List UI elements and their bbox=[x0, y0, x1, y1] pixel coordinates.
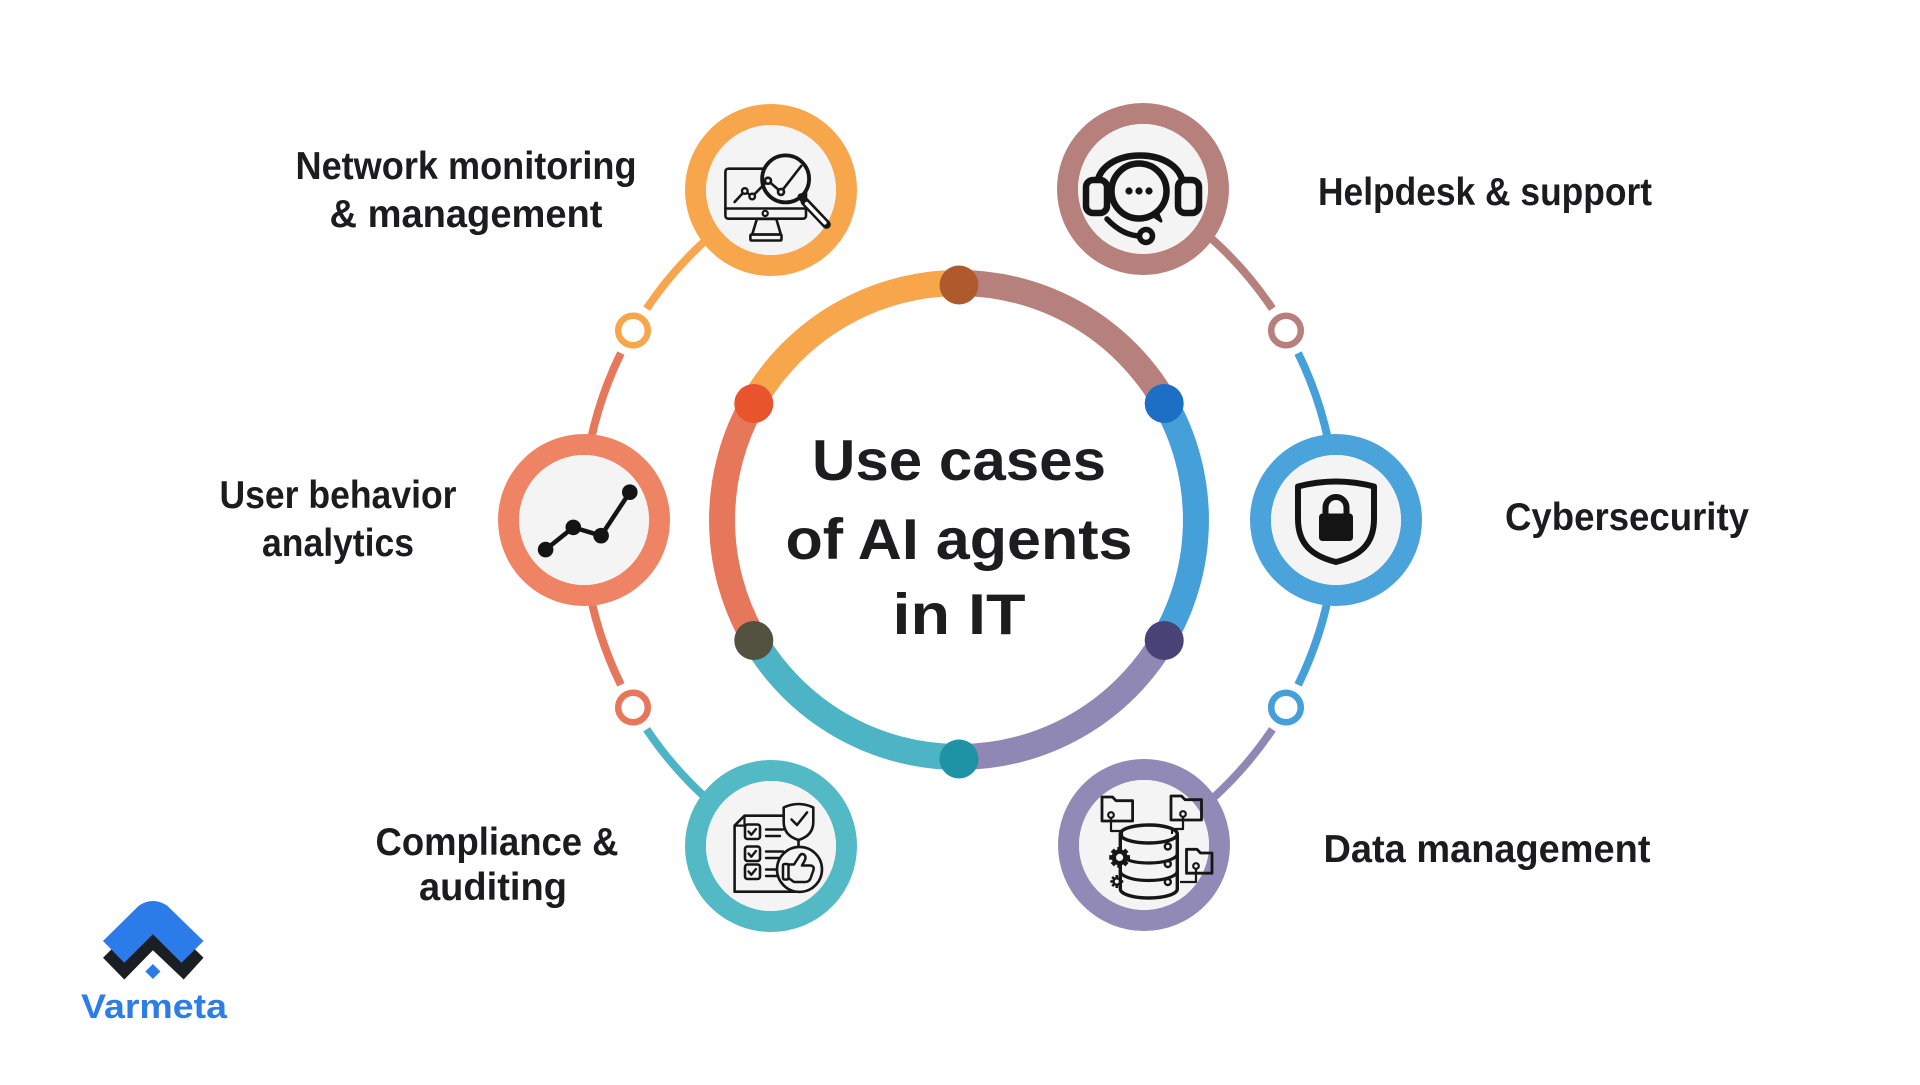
svg-text:& management: & management bbox=[330, 193, 603, 236]
svg-text:Helpdesk & support: Helpdesk & support bbox=[1318, 171, 1652, 214]
svg-text:analytics: analytics bbox=[262, 522, 414, 565]
svg-text:Network monitoring: Network monitoring bbox=[296, 145, 637, 188]
svg-text:Cybersecurity: Cybersecurity bbox=[1505, 496, 1750, 539]
svg-text:in IT: in IT bbox=[893, 583, 1026, 647]
svg-text:Varmeta: Varmeta bbox=[81, 988, 228, 1026]
svg-text:Data management: Data management bbox=[1324, 828, 1651, 871]
svg-text:of AI agents: of AI agents bbox=[786, 508, 1133, 572]
svg-text:User behavior: User behavior bbox=[220, 474, 457, 517]
svg-text:Use cases: Use cases bbox=[812, 429, 1106, 493]
svg-text:Compliance &: Compliance & bbox=[376, 821, 619, 864]
svg-text:auditing: auditing bbox=[419, 866, 567, 909]
